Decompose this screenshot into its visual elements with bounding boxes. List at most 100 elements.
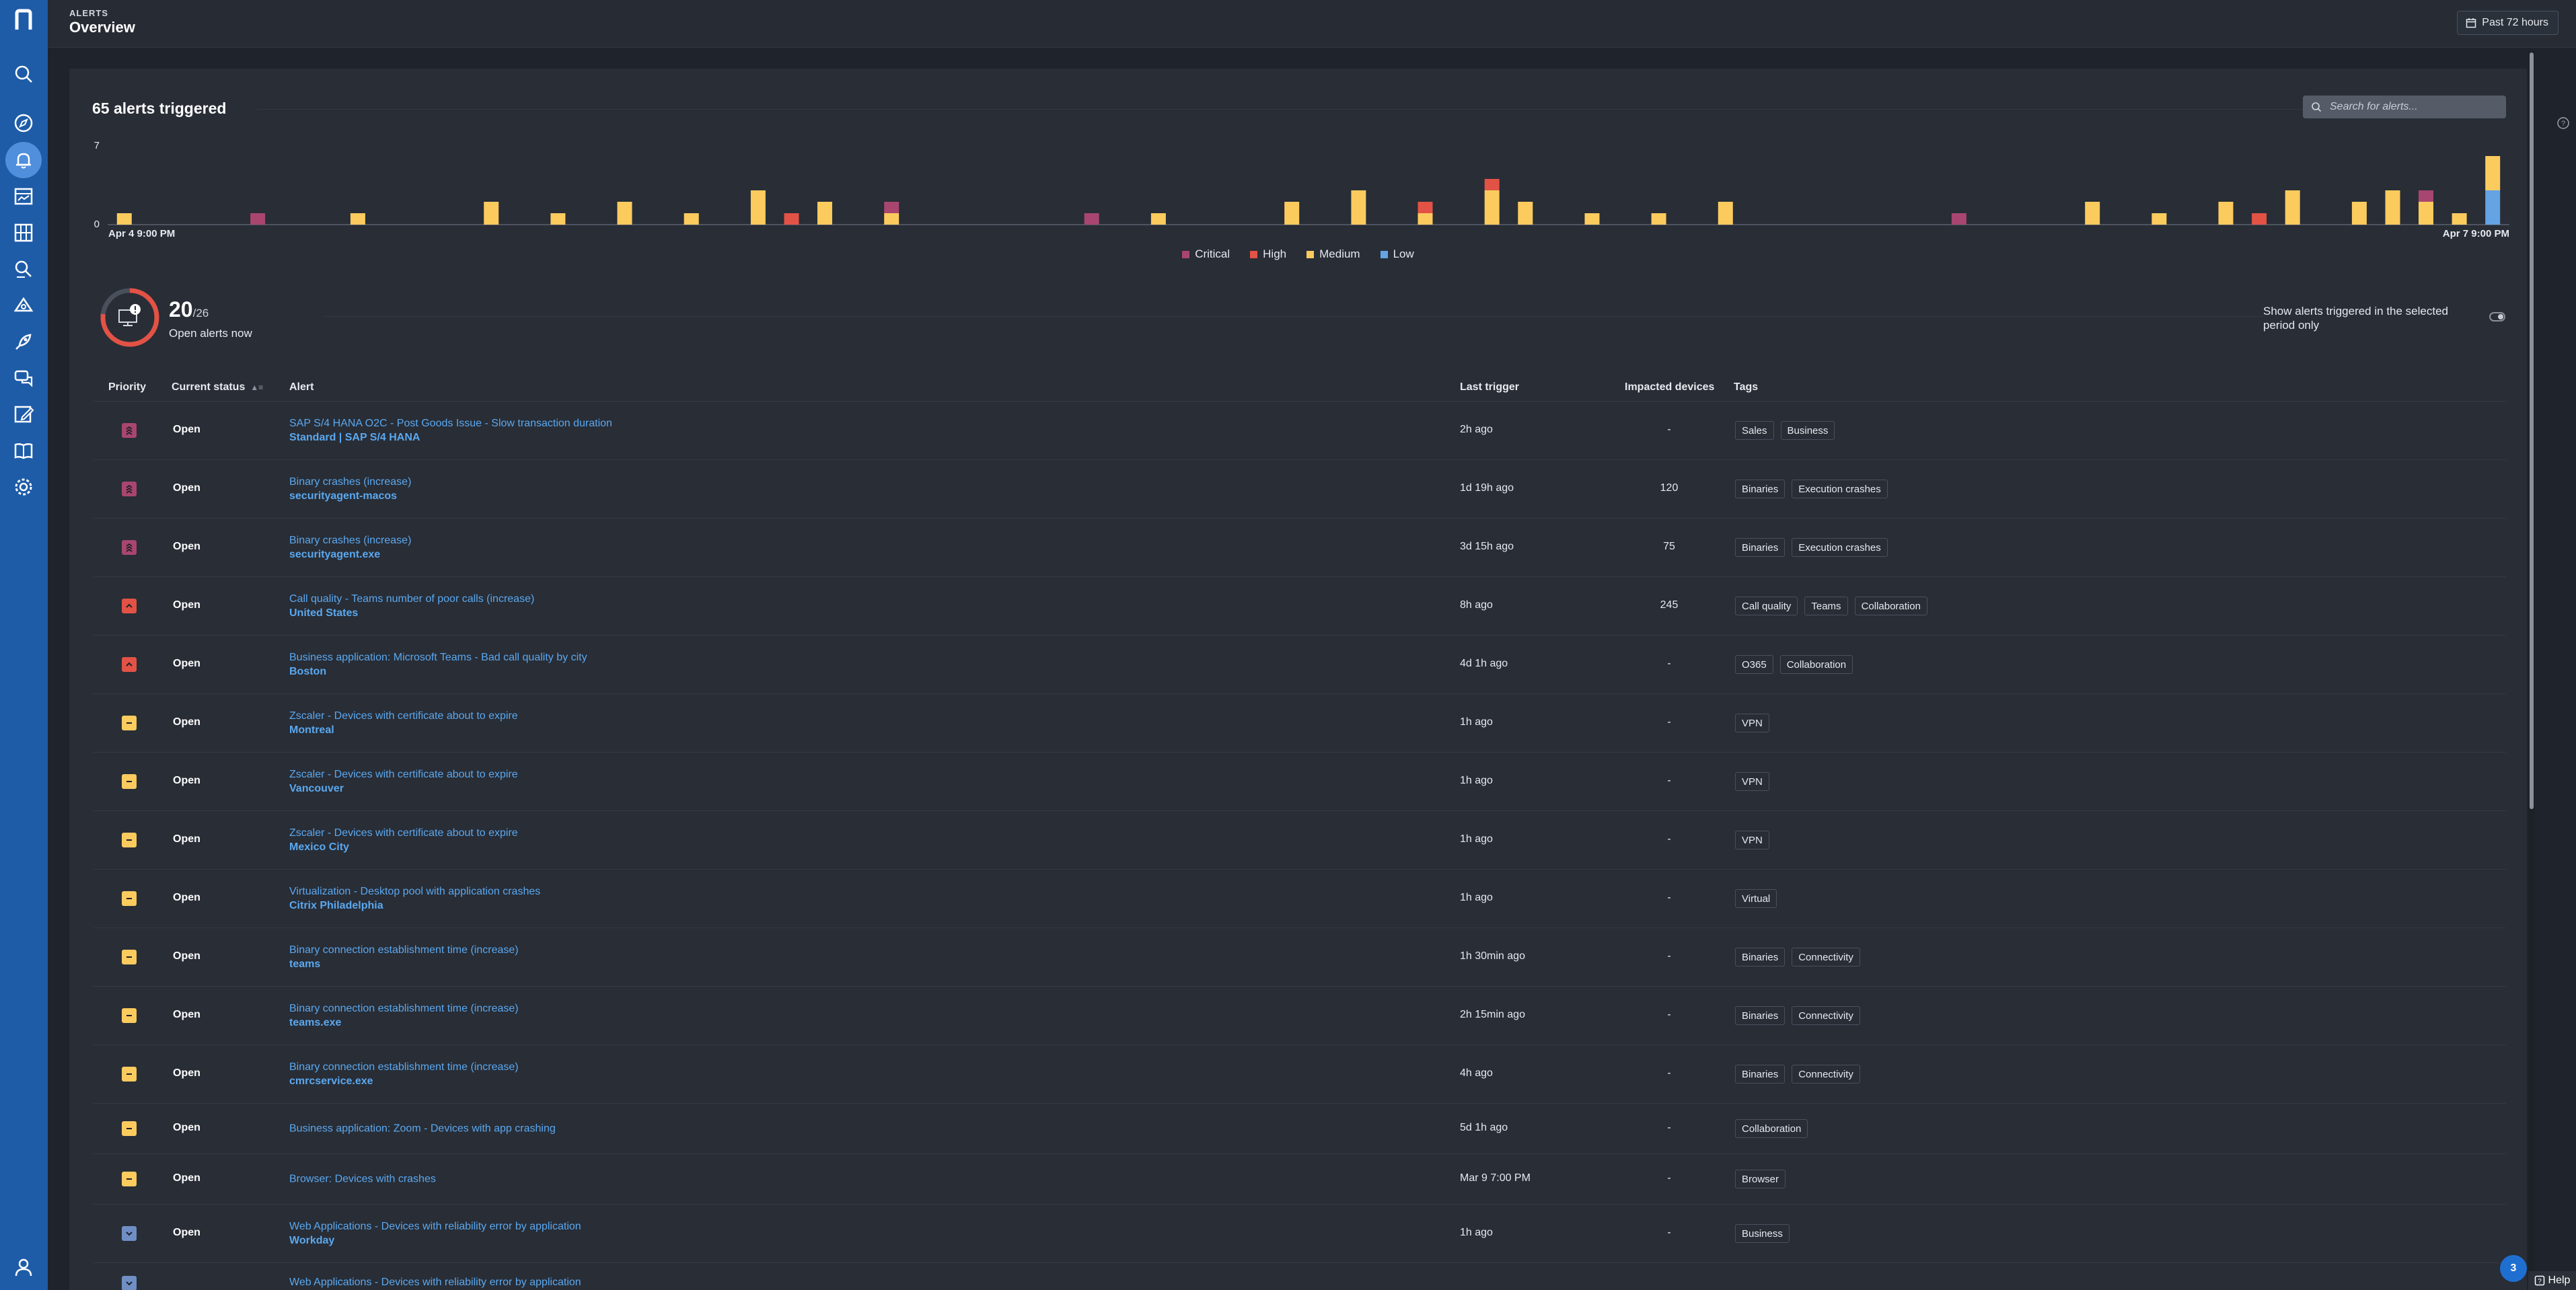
search-input[interactable]: [2328, 100, 2493, 114]
alert-title-link[interactable]: Binary crashes (increase): [289, 535, 412, 546]
alert-cell[interactable]: Binary connection establishment time (in…: [289, 943, 519, 971]
tag[interactable]: Sales: [1735, 421, 1774, 440]
user-icon[interactable]: [10, 1254, 37, 1281]
alert-title-link[interactable]: Business application: Zoom - Devices wit…: [289, 1123, 556, 1135]
tag[interactable]: Browser: [1735, 1170, 1786, 1188]
bell-icon[interactable]: [10, 147, 37, 174]
header-impacted-devices[interactable]: Impacted devices: [1625, 381, 1715, 393]
alert-cell[interactable]: SAP S/4 HANA O2C - Post Goods Issue - Sl…: [289, 416, 612, 445]
tag[interactable]: Business: [1780, 421, 1835, 440]
alert-subtitle[interactable]: cmrcservice.exe: [289, 1075, 373, 1087]
alert-cell[interactable]: Business application: Zoom - Devices wit…: [289, 1122, 556, 1136]
compass-icon[interactable]: [10, 110, 37, 137]
tag[interactable]: Binaries: [1735, 948, 1786, 966]
header-tags[interactable]: Tags: [1734, 381, 1759, 393]
alert-subtitle[interactable]: Citrix Philadelphia: [289, 900, 383, 911]
alert-cell[interactable]: Business application: Microsoft Teams - …: [289, 650, 587, 679]
scrollbar-thumb[interactable]: [2530, 52, 2534, 809]
alert-title-link[interactable]: Zscaler - Devices with certificate about…: [289, 769, 518, 780]
alert-cell[interactable]: Web Applications - Devices with reliabil…: [289, 1275, 581, 1289]
tag[interactable]: Call quality: [1735, 597, 1798, 615]
tag[interactable]: VPN: [1735, 772, 1769, 791]
tag[interactable]: Collaboration: [1854, 597, 1927, 615]
help-circle-icon[interactable]: ?: [2556, 116, 2571, 130]
tag[interactable]: VPN: [1735, 714, 1769, 732]
alert-cell[interactable]: Binary connection establishment time (in…: [289, 1001, 519, 1030]
notification-badge[interactable]: 3: [2500, 1255, 2527, 1282]
header-alert[interactable]: Alert: [289, 381, 314, 393]
alert-subtitle[interactable]: teams.exe: [289, 1017, 342, 1028]
sort-icon[interactable]: ▲≡: [250, 383, 264, 392]
settings-icon[interactable]: [10, 473, 37, 500]
alert-cell[interactable]: Browser: Devices with crashes: [289, 1172, 436, 1186]
alert-title-link[interactable]: Binary connection establishment time (in…: [289, 944, 519, 956]
search-icon[interactable]: [10, 61, 37, 87]
tag[interactable]: Binaries: [1735, 480, 1786, 498]
tag[interactable]: Virtual: [1735, 889, 1777, 908]
time-range-button[interactable]: Past 72 hours: [2457, 11, 2559, 35]
header-last-trigger[interactable]: Last trigger: [1460, 381, 1520, 393]
alert-cell[interactable]: Binary crashes (increase) securityagent-m…: [289, 475, 411, 503]
dashboard-icon[interactable]: [10, 183, 37, 210]
alert-cell[interactable]: Binary connection establishment time (in…: [289, 1060, 519, 1088]
alert-subtitle[interactable]: Boston: [289, 666, 327, 677]
alert-title-link[interactable]: Zscaler - Devices with certificate about…: [289, 827, 518, 839]
investigate-icon[interactable]: [10, 256, 37, 282]
tag[interactable]: Collaboration: [1735, 1119, 1808, 1138]
legend-item[interactable]: Low: [1380, 248, 1414, 261]
alert-title-link[interactable]: Binary connection establishment time (in…: [289, 1061, 519, 1073]
alert-cell[interactable]: Call quality - Teams number of poor call…: [289, 592, 534, 620]
alert-subtitle[interactable]: Montreal: [289, 724, 334, 736]
table-row[interactable]: Web Applications - Devices with reliabil…: [94, 1262, 2506, 1290]
alert-cell[interactable]: Web Applications - Devices with reliabil…: [289, 1219, 581, 1248]
alert-title-link[interactable]: Browser: Devices with crashes: [289, 1173, 436, 1185]
legend-item[interactable]: Medium: [1307, 248, 1360, 261]
period-toggle[interactable]: [2489, 312, 2505, 321]
library-icon[interactable]: [10, 437, 37, 464]
alert-subtitle[interactable]: Mexico City: [289, 841, 349, 853]
n-logo[interactable]: [10, 7, 37, 34]
tag[interactable]: Binaries: [1735, 1065, 1786, 1084]
alert-subtitle[interactable]: United States: [289, 607, 359, 619]
alert-title-link[interactable]: Zscaler - Devices with certificate about…: [289, 710, 518, 722]
alert-title-link[interactable]: Web Applications - Devices with reliabil…: [289, 1277, 581, 1288]
tag[interactable]: Binaries: [1735, 1006, 1786, 1025]
tag[interactable]: Connectivity: [1792, 948, 1860, 966]
alert-title-link[interactable]: Binary crashes (increase): [289, 476, 412, 488]
legend-item[interactable]: High: [1250, 248, 1286, 261]
alert-subtitle[interactable]: securityagent-macos: [289, 490, 398, 502]
alert-cell[interactable]: Zscaler - Devices with certificate about…: [289, 826, 518, 854]
tag[interactable]: VPN: [1735, 831, 1769, 849]
alert-title-link[interactable]: Virtualization - Desktop pool with appli…: [289, 886, 541, 897]
remote-actions-icon[interactable]: [10, 292, 37, 319]
tag[interactable]: Execution crashes: [1792, 480, 1888, 498]
alert-title-link[interactable]: Binary connection establishment time (in…: [289, 1003, 519, 1014]
alert-cell[interactable]: Binary crashes (increase)securityagent.e…: [289, 533, 411, 562]
tag[interactable]: O365: [1735, 655, 1773, 674]
tag[interactable]: Connectivity: [1792, 1065, 1860, 1084]
alert-title-link[interactable]: Web Applications - Devices with reliabil…: [289, 1221, 581, 1232]
tag[interactable]: Teams: [1804, 597, 1848, 615]
alert-cell[interactable]: Zscaler - Devices with certificate about…: [289, 709, 518, 737]
alert-subtitle[interactable]: Workday: [289, 1235, 335, 1246]
tag[interactable]: Collaboration: [1779, 655, 1853, 674]
alert-subtitle[interactable]: Vancouver: [289, 783, 344, 794]
alert-cell[interactable]: Zscaler - Devices with certificate about…: [289, 767, 518, 796]
edit-icon[interactable]: [10, 401, 37, 428]
tag[interactable]: Business: [1735, 1224, 1790, 1243]
grid-icon[interactable]: [10, 219, 37, 246]
chat-icon[interactable]: [10, 365, 37, 391]
help-button[interactable]: ? Help: [2528, 1271, 2576, 1290]
